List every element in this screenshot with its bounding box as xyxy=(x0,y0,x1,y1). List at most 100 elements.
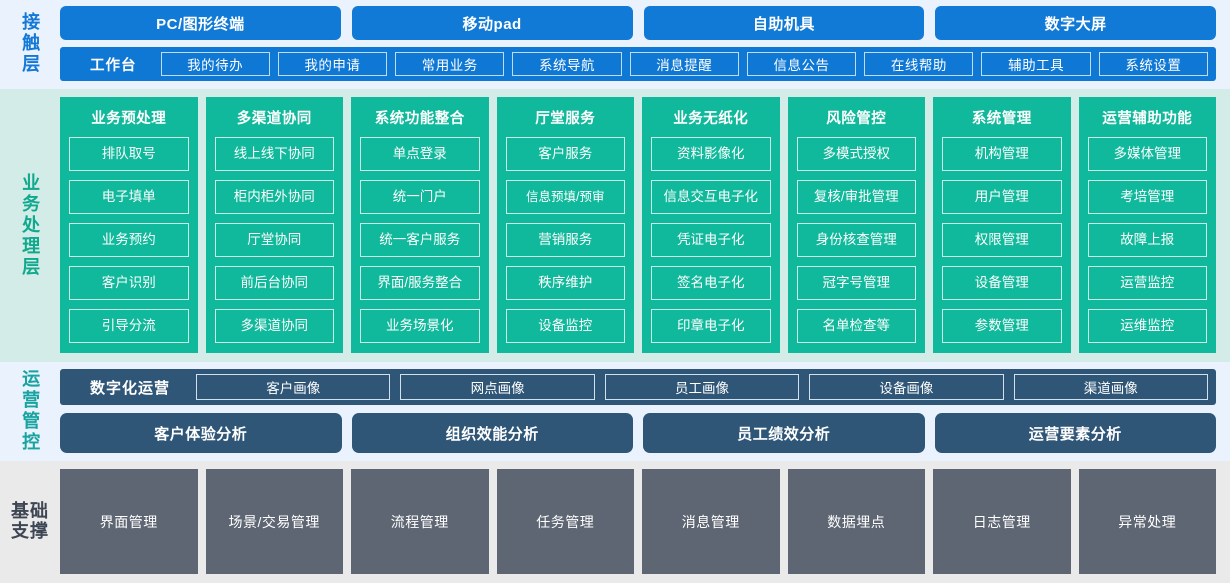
foundation-item-log-management[interactable]: 日志管理 xyxy=(933,469,1071,574)
portrait-branch[interactable]: 网点画像 xyxy=(400,374,595,400)
business-item[interactable]: 复核/审批管理 xyxy=(796,180,916,214)
nav-item-my-application[interactable]: 我的申请 xyxy=(277,52,388,76)
business-item[interactable]: 界面/服务整合 xyxy=(360,266,480,300)
business-item[interactable]: 业务场景化 xyxy=(360,309,480,343)
business-item[interactable]: 故障上报 xyxy=(1087,223,1207,257)
foundation-item-process-management[interactable]: 流程管理 xyxy=(351,469,489,574)
business-item[interactable]: 统一客户服务 xyxy=(360,223,480,257)
channel-pc[interactable]: PC/图形终端 xyxy=(60,6,341,40)
business-column-paperless: 业务无纸化 资料影像化 信息交互电子化 凭证电子化 签名电子化 印章电子化 xyxy=(642,97,780,353)
workbench-title: 工作台 xyxy=(90,57,137,74)
business-item[interactable]: 引导分流 xyxy=(69,309,189,343)
business-column-multichannel: 多渠道协同 线上线下协同 柜内柜外协同 厅堂协同 前后台协同 多渠道协同 xyxy=(205,97,343,353)
business-item[interactable]: 名单检查等 xyxy=(796,309,916,343)
analytics-customer-experience[interactable]: 客户体验分析 xyxy=(60,413,342,453)
column-title: 业务无纸化 xyxy=(673,111,749,127)
business-item[interactable]: 统一门户 xyxy=(360,180,480,214)
foundation-item-exception-handling[interactable]: 异常处理 xyxy=(1078,469,1216,574)
business-item[interactable]: 信息交互电子化 xyxy=(651,180,771,214)
foundation-item-task-management[interactable]: 任务管理 xyxy=(496,469,634,574)
business-item[interactable]: 参数管理 xyxy=(942,309,1062,343)
business-item[interactable]: 多渠道协同 xyxy=(214,309,334,343)
nav-item-information-bulletin[interactable]: 信息公告 xyxy=(746,52,857,76)
business-column-preprocessing: 业务预处理 排队取号 电子填单 业务预约 客户识别 引导分流 xyxy=(60,97,198,353)
business-item[interactable]: 排队取号 xyxy=(69,137,189,171)
nav-item-online-help[interactable]: 在线帮助 xyxy=(864,52,974,76)
analytics-employee-performance[interactable]: 员工绩效分析 xyxy=(643,413,925,453)
portrait-channel[interactable]: 渠道画像 xyxy=(1013,374,1208,400)
nav-item-system-navigation[interactable]: 系统导航 xyxy=(512,52,622,76)
business-item[interactable]: 多媒体管理 xyxy=(1087,137,1207,171)
business-item[interactable]: 印章电子化 xyxy=(651,309,771,343)
portrait-customer[interactable]: 客户画像 xyxy=(196,374,391,400)
operations-layer-body: 数字化运营 客户画像 网点画像 员工画像 设备画像 渠道画像 客户体验分析 组织… xyxy=(60,369,1230,453)
digital-operations-title: 数字化运营 xyxy=(90,379,171,397)
business-item[interactable]: 考培管理 xyxy=(1087,180,1207,214)
business-item[interactable]: 运营监控 xyxy=(1087,266,1207,300)
nav-item-system-settings[interactable]: 系统设置 xyxy=(1098,52,1209,76)
business-item[interactable]: 柜内柜外协同 xyxy=(214,180,334,214)
business-layer: 业务处理层 业务预处理 排队取号 电子填单 业务预约 客户识别 引导分流 多渠道… xyxy=(0,89,1230,362)
business-item[interactable]: 设备监控 xyxy=(505,309,625,343)
business-item[interactable]: 单点登录 xyxy=(360,137,480,171)
portrait-device[interactable]: 设备画像 xyxy=(809,374,1004,400)
column-title: 业务预处理 xyxy=(91,111,167,127)
business-item[interactable]: 设备管理 xyxy=(942,266,1062,300)
channel-self-service[interactable]: 自助机具 xyxy=(643,6,925,40)
contact-layer-label-text: 接触层 xyxy=(20,12,41,75)
business-item[interactable]: 多模式授权 xyxy=(796,137,916,171)
foundation-layer-label-box: 基础 支撑 xyxy=(11,501,49,541)
column-title: 风险管控 xyxy=(826,111,887,127)
business-item[interactable]: 线上线下协同 xyxy=(214,137,334,171)
nav-item-my-todo[interactable]: 我的待办 xyxy=(160,52,270,76)
business-item[interactable]: 营销服务 xyxy=(505,223,625,257)
business-item[interactable]: 机构管理 xyxy=(942,137,1062,171)
foundation-item-data-tracking[interactable]: 数据埋点 xyxy=(787,469,925,574)
analytics-operational-factors[interactable]: 运营要素分析 xyxy=(934,413,1216,453)
digital-operations-bar: 数字化运营 客户画像 网点画像 员工画像 设备画像 渠道画像 xyxy=(60,369,1216,405)
portrait-employee[interactable]: 员工画像 xyxy=(604,374,800,400)
business-column-operations-support: 运营辅助功能 多媒体管理 考培管理 故障上报 运营监控 运维监控 xyxy=(1078,97,1216,353)
foundation-label-line-1: 基础 xyxy=(11,501,49,522)
foundation-item-message-management[interactable]: 消息管理 xyxy=(642,469,780,574)
operations-layer-label-text: 运营管控 xyxy=(20,369,41,453)
business-item[interactable]: 秩序维护 xyxy=(505,266,625,300)
business-column-system-integration: 系统功能整合 单点登录 统一门户 统一客户服务 界面/服务整合 业务场景化 xyxy=(351,97,489,353)
business-item[interactable]: 运维监控 xyxy=(1087,309,1207,343)
business-item[interactable]: 前后台协同 xyxy=(214,266,334,300)
channel-mobile-pad[interactable]: 移动pad xyxy=(351,6,633,40)
business-item[interactable]: 电子填单 xyxy=(69,180,189,214)
nav-item-common-business[interactable]: 常用业务 xyxy=(395,52,505,76)
nav-item-auxiliary-tools[interactable]: 辅助工具 xyxy=(981,52,1091,76)
business-column-risk-control: 风险管控 多模式授权 复核/审批管理 身份核查管理 冠字号管理 名单检查等 xyxy=(787,97,925,353)
foundation-layer: 基础 支撑 界面管理 场景/交易管理 流程管理 任务管理 消息管理 数据埋点 日… xyxy=(0,461,1230,583)
business-item[interactable]: 资料影像化 xyxy=(651,137,771,171)
analytics-organizational-efficiency[interactable]: 组织效能分析 xyxy=(351,413,633,453)
business-layer-body: 业务预处理 排队取号 电子填单 业务预约 客户识别 引导分流 多渠道协同 线上线… xyxy=(60,97,1230,353)
contact-layer: 接触层 PC/图形终端 移动pad 自助机具 数字大屏 工作台 我的待办 我的申… xyxy=(0,0,1230,89)
business-item[interactable]: 权限管理 xyxy=(942,223,1062,257)
operations-layer: 运营管控 数字化运营 客户画像 网点画像 员工画像 设备画像 渠道画像 客户体验… xyxy=(0,362,1230,461)
business-item[interactable]: 签名电子化 xyxy=(651,266,771,300)
column-title: 厅堂服务 xyxy=(535,111,596,127)
business-item[interactable]: 厅堂协同 xyxy=(214,223,334,257)
foundation-layer-label: 基础 支撑 xyxy=(0,469,60,574)
workbench-navbar: 工作台 我的待办 我的申请 常用业务 系统导航 消息提醒 信息公告 在线帮助 辅… xyxy=(60,47,1216,81)
channel-digital-screen[interactable]: 数字大屏 xyxy=(935,6,1216,40)
business-item[interactable]: 用户管理 xyxy=(942,180,1062,214)
foundation-item-scenario-transaction-management[interactable]: 场景/交易管理 xyxy=(205,469,343,574)
contact-layer-body: PC/图形终端 移动pad 自助机具 数字大屏 工作台 我的待办 我的申请 常用… xyxy=(60,6,1230,81)
business-item[interactable]: 凭证电子化 xyxy=(651,223,771,257)
business-item[interactable]: 客户识别 xyxy=(69,266,189,300)
business-column-system-management: 系统管理 机构管理 用户管理 权限管理 设备管理 参数管理 xyxy=(933,97,1071,353)
business-item[interactable]: 业务预约 xyxy=(69,223,189,257)
business-item[interactable]: 客户服务 xyxy=(505,137,625,171)
business-item[interactable]: 冠字号管理 xyxy=(796,266,916,300)
business-item[interactable]: 身份核查管理 xyxy=(796,223,916,257)
column-title: 系统管理 xyxy=(971,111,1032,127)
business-item[interactable]: 信息预填/预审 xyxy=(505,180,625,214)
foundation-item-interface-management[interactable]: 界面管理 xyxy=(60,469,198,574)
business-layer-label: 业务处理层 xyxy=(0,97,60,353)
nav-item-message-reminder[interactable]: 消息提醒 xyxy=(629,52,739,76)
